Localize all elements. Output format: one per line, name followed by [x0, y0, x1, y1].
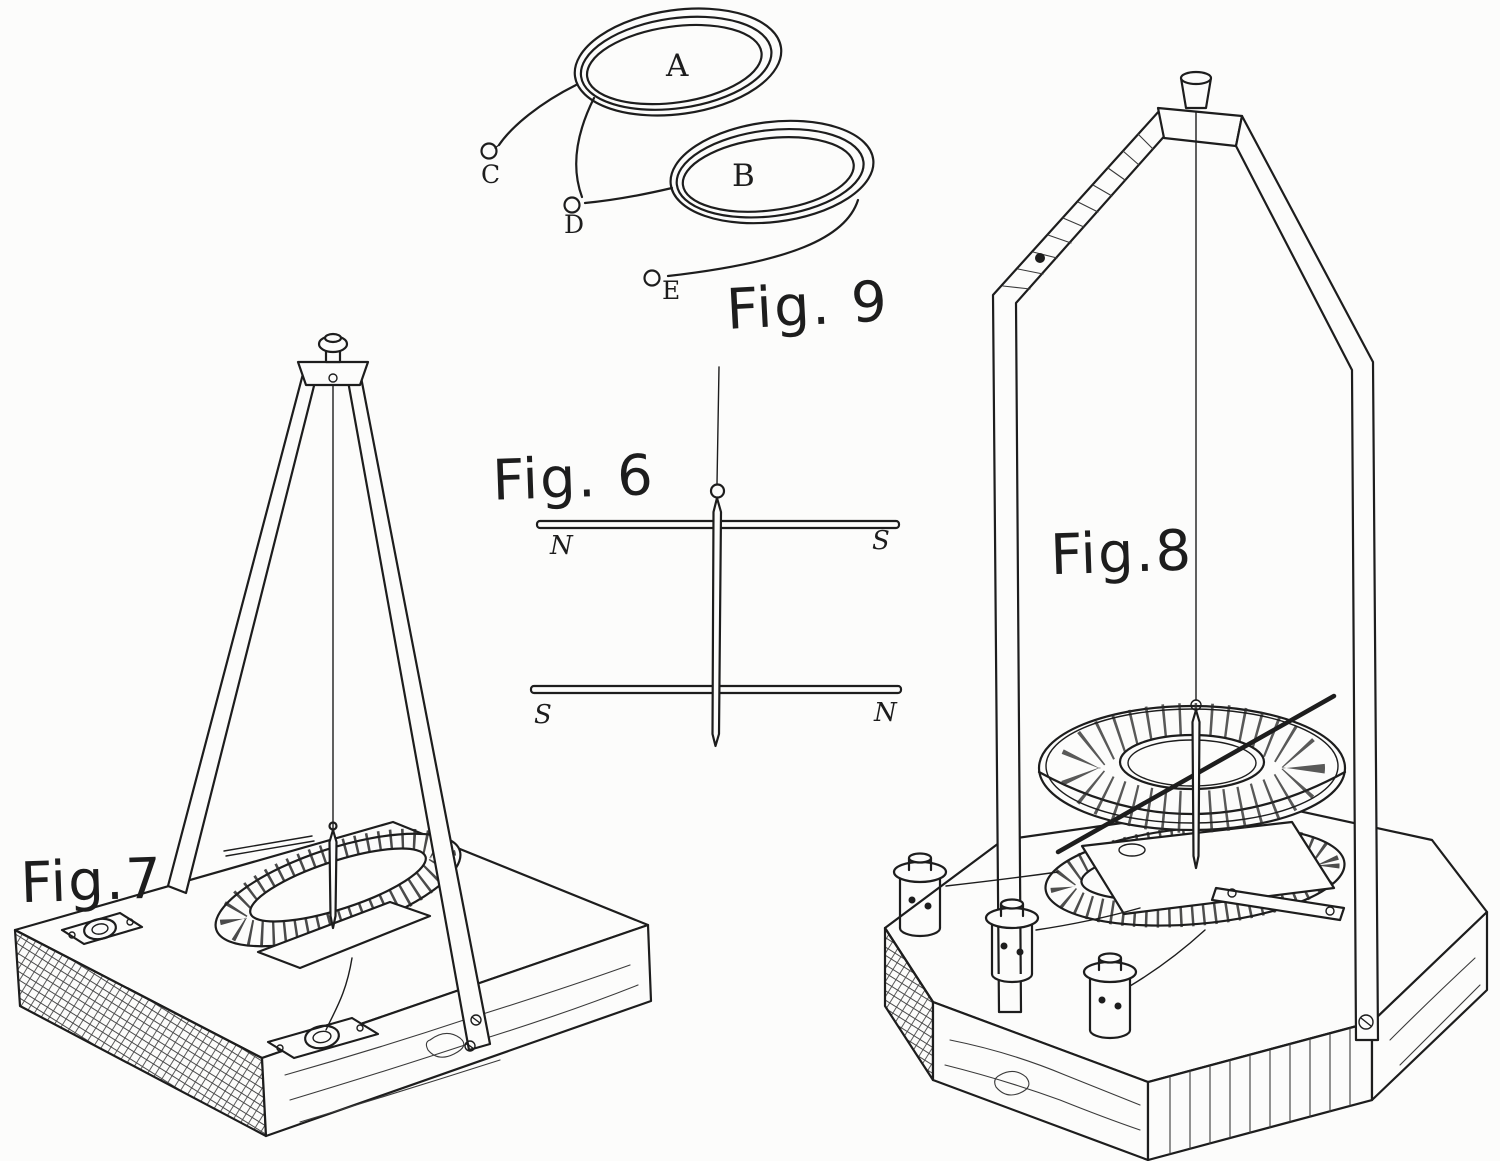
- fig8-weight-2: [984, 898, 1040, 984]
- fig6-illustration: N S S N Fig. 6: [491, 366, 903, 748]
- fig8-frame-hatch: [1002, 133, 1154, 290]
- fig9-coil-b: [669, 119, 875, 225]
- fig8-apex-block: [1156, 106, 1244, 148]
- fig7-coil-crossbar: [256, 900, 432, 970]
- fig8-frame-pin: [1035, 253, 1045, 263]
- fig8-label: Fig.8: [1049, 518, 1194, 588]
- fig8-needle: [1190, 699, 1202, 870]
- fig6-pole-bottom-right: N: [873, 698, 898, 728]
- fig8-illustration: Fig.8: [883, 70, 1489, 1161]
- fig9-lead-e: [643, 198, 860, 287]
- fig6-suspension-thread: [716, 366, 720, 485]
- fig6-pole-top-right: S: [872, 526, 890, 556]
- fig9-coil-b-letter: B: [732, 158, 755, 194]
- fig8-weight-1: [892, 852, 948, 938]
- fig8-knob: [1179, 70, 1213, 110]
- fig8-wires: [945, 871, 1206, 987]
- fig7-illustration: Fig.7: [13, 332, 653, 1138]
- fig7-binding-post-left: [60, 911, 144, 946]
- fig8-frame-right: [1234, 114, 1380, 1042]
- fig9-lead-c: [480, 83, 596, 199]
- fig6-pole-top-left: N: [549, 531, 574, 561]
- fig7-a-frame: [166, 360, 492, 1052]
- fig6-label: Fig. 6: [491, 443, 656, 514]
- fig8-weight-3: [1082, 952, 1138, 1040]
- fig6-thread-loop: [709, 483, 726, 499]
- fig7-label: Fig.7: [19, 846, 164, 916]
- fig7-coil-wire: [325, 957, 353, 1031]
- fig9-lead-d-letter: D: [564, 210, 584, 239]
- fig9-label: Fig. 9: [725, 269, 891, 342]
- fig7-binding-post-front: [266, 1016, 380, 1060]
- fig7-needle: [328, 821, 338, 930]
- fig6-pole-bottom-left: S: [534, 700, 552, 730]
- fig9-coil-a: [573, 7, 783, 117]
- fig9-illustration: A B C D E Fig. 9: [480, 7, 891, 343]
- fig6-needle: [711, 496, 723, 748]
- fig9-coil-a-letter: A: [665, 48, 689, 84]
- fig7-knob: [317, 332, 349, 364]
- fig9-lead-d: [563, 186, 674, 214]
- fig7-leg-screws: [464, 1014, 482, 1052]
- fig8-wood-grain: [944, 957, 1481, 1155]
- fig9-lead-e-letter: E: [662, 276, 680, 305]
- fig9-lead-c-letter: C: [481, 160, 500, 189]
